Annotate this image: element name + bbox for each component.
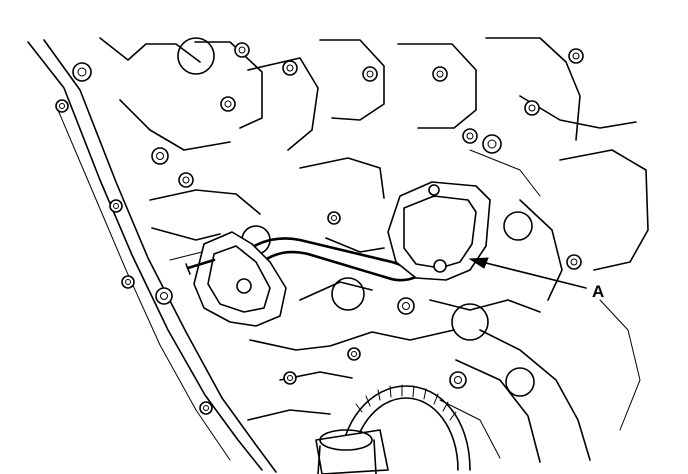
bolt — [282, 60, 298, 76]
bolt — [462, 128, 478, 144]
bolt — [327, 211, 341, 225]
bolt — [220, 96, 236, 112]
bolt — [109, 199, 123, 213]
crankshaft-sprocket — [315, 384, 471, 474]
bolt — [283, 371, 297, 385]
bolt — [178, 172, 194, 188]
oil-pipe-assembly — [185, 181, 491, 327]
case-bosses — [177, 37, 535, 397]
bolt — [432, 66, 448, 82]
callout-label-a: A — [592, 282, 605, 301]
bolt — [449, 371, 467, 389]
case-bolts — [55, 42, 584, 415]
bolt — [121, 275, 135, 289]
flange-stud-left — [186, 258, 216, 270]
bolt — [482, 134, 502, 154]
bolt — [55, 99, 69, 113]
oil-pipe-flange-left — [193, 231, 287, 327]
bolt — [72, 62, 92, 82]
bolt — [155, 287, 173, 305]
bolt — [397, 297, 415, 315]
engine-block-body — [149, 37, 649, 463]
bolt — [362, 66, 378, 82]
bolt — [234, 42, 250, 58]
bolt — [199, 401, 213, 415]
bolt — [347, 347, 361, 361]
bolt — [151, 147, 169, 165]
bolt — [524, 100, 540, 116]
bolt — [566, 254, 582, 270]
timing-case-outline — [27, 37, 277, 473]
callout-a-leader — [468, 257, 587, 289]
bolt — [568, 48, 584, 64]
